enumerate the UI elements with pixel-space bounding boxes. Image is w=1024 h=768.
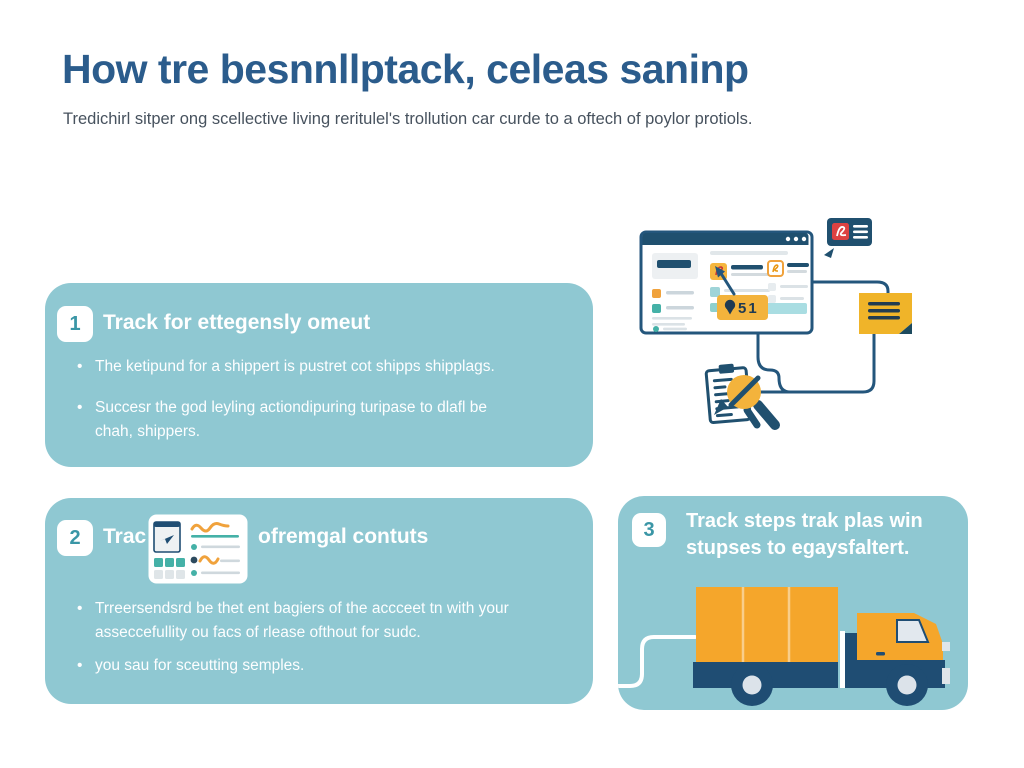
truck-wheels	[731, 664, 928, 706]
window-list-2	[767, 260, 809, 303]
step-3-number: 3	[643, 518, 655, 541]
connector-lines	[756, 280, 890, 394]
road-line	[618, 635, 697, 688]
cursor-arrow-icon	[715, 266, 736, 296]
step-2-heading-suffix: ofremgal contuts	[258, 525, 429, 548]
window-dots	[785, 236, 807, 242]
plane-icon	[160, 535, 174, 544]
notification-bubble	[824, 218, 872, 258]
step-1-bullet-1: The ketipund for a shippert is pustret c…	[77, 355, 575, 379]
sticky-note	[859, 293, 912, 334]
pin-icon	[726, 308, 734, 315]
step-1-number: 1	[69, 312, 81, 335]
step-1-heading: Track for ettegensly omeut	[103, 311, 371, 334]
tracking-illustration: 51	[639, 218, 912, 430]
step-1-bullet-2: Succesr the god leyling actiondipuring t…	[77, 396, 515, 444]
step-3-heading-line1: Track steps trak plas win	[686, 510, 923, 532]
step-2-bullet-2: you sau for sceutting semples.	[77, 654, 565, 678]
page-subtitle: Tredichirl sitper ong scellective living…	[63, 110, 753, 128]
mini-chart-lines	[190, 522, 240, 576]
step-2-heading-prefix: Trac	[103, 525, 147, 548]
truck-gap	[840, 631, 845, 688]
door-handle	[876, 652, 885, 656]
dashboard-card-icon	[148, 514, 248, 584]
step-1-number-badge: 1	[57, 306, 93, 342]
page-title: How tre besnnllptack, celeas saninp	[62, 46, 749, 92]
step-2-bullet-1: Trreersendsrd be thet ent bagiers of the…	[77, 597, 565, 645]
step-3-number-badge: 3	[632, 513, 666, 547]
bubble-tail	[824, 248, 834, 258]
step-2-panel: 2 Trac ofremgal contuts	[45, 498, 593, 704]
window-sidebar	[652, 253, 698, 332]
step-2-number: 2	[69, 526, 81, 549]
tile-row-teal	[154, 558, 185, 567]
tile-row-gray	[154, 570, 185, 579]
step-1-panel: 1 Track for ettegensly omeut The ketipun…	[45, 283, 593, 467]
step-2-number-badge: 2	[57, 520, 93, 556]
step-3-heading-line2: stupses to egaysfaltert.	[686, 537, 910, 559]
step-3-panel: 3 Track steps trak plas win stupses to e…	[618, 496, 968, 710]
truck-hitch	[845, 633, 858, 688]
alert-glyph	[836, 226, 847, 237]
arrowhead	[714, 399, 728, 415]
counter-badge: 51	[717, 295, 768, 320]
counter-value: 51	[738, 300, 759, 317]
magnifier-icon	[714, 375, 780, 430]
note-fold	[899, 323, 912, 334]
delivery-truck-illustration	[618, 587, 950, 706]
